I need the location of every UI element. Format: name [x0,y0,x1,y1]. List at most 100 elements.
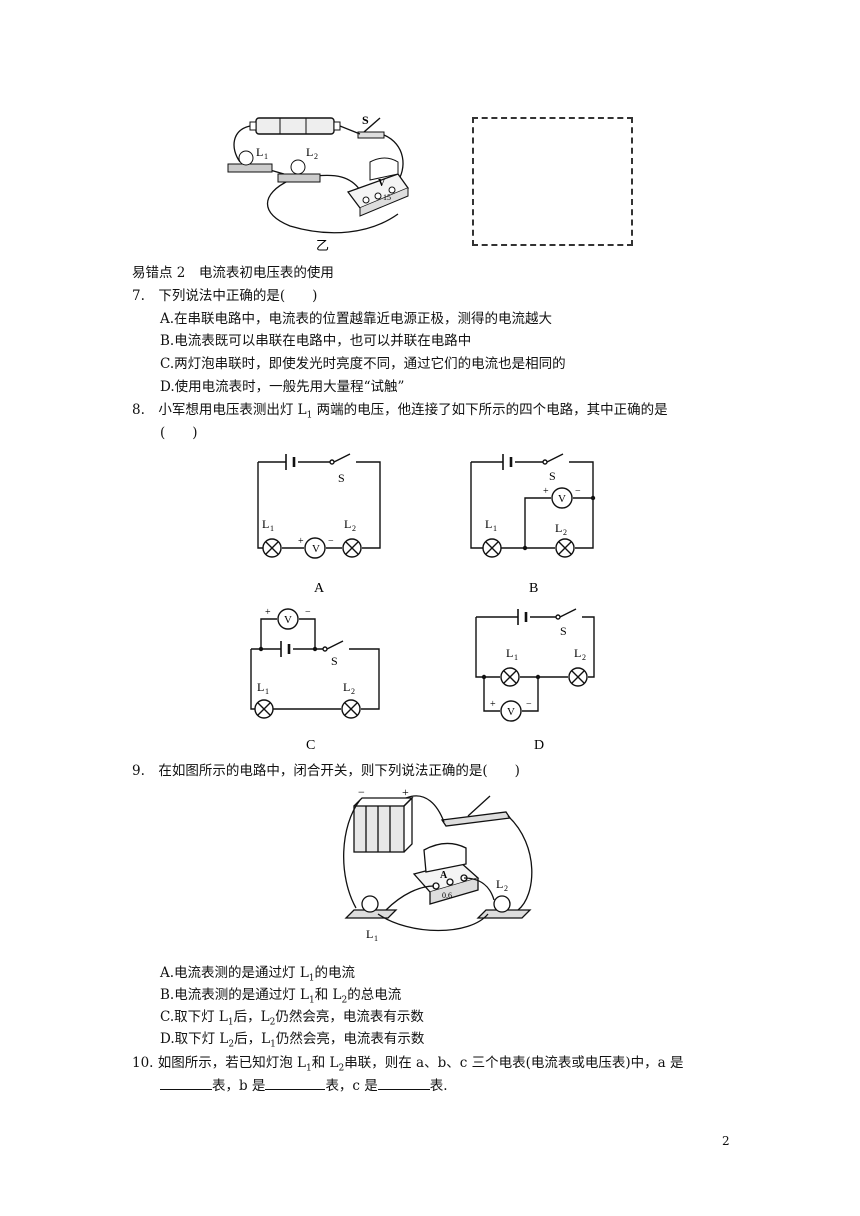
q8-stem-a: 8. 小军想用电压表测出灯 L [132,402,307,418]
l2-sub: 2 [314,152,318,161]
answer-blank-b[interactable] [265,1077,326,1090]
q10-pre: 10. 如图所示，若已知灯泡 L [132,1055,307,1071]
q10-sub1: 1 [306,1063,312,1074]
q8-stem-sub: 1 [306,410,313,421]
circuit-d: V + − S L 1 L 2 D [475,608,595,753]
switch-s: S [331,654,338,668]
lamp-l2-sub: 2 [504,884,508,893]
plus-sign: + [265,607,271,618]
q10-sub2: 2 [338,1063,345,1074]
q7-option-c: C.两灯泡串联时，即使发光时亮度不同，通过它们的电流也是相同的 [160,356,566,372]
lamp-l1: L [262,517,269,531]
q10-line2-c: 表. [429,1078,448,1094]
minus-sign: − [526,699,532,710]
q8-stem-b: 两端的电压，他连接了如下所示的四个电路，其中正确的是 [312,402,668,418]
q9-d-mid: 后，L [234,1031,271,1047]
dashed-answer-box [472,117,633,246]
voltmeter-v: V [284,614,292,626]
lamp-l1: L [257,680,264,694]
q10-line1: 10. 如图所示，若已知灯泡 L1和 L2串联，则在 a、b、c 三个电表(电流… [132,1054,683,1078]
q8-stem-line2: ( ) [160,425,198,441]
circuit-a: V + − S L 1 L 2 A [257,453,381,596]
lamp-l2-sub: 2 [582,653,586,662]
lamp-l1-sub: 1 [374,934,378,943]
q9-option-a: A.电流表测的是通过灯 L1的电流 [160,964,355,988]
circuit-b: V + − S L 1 L 2 B [470,453,596,596]
lamp-l1: L [485,517,492,531]
q9-b-mid: 和 L [314,987,342,1003]
circuit-c: V + − S L 1 L 2 C [250,607,380,753]
circuit-photo-yi: S L 1 L 2 V 15 乙 [227,113,410,253]
battery-plus: + [402,786,409,799]
q7-option-a: A.在串联电路中，电流表的位置越靠近电源正极，测得的电流越大 [160,311,553,327]
q9-b-post: 的总电流 [347,987,402,1003]
q9-d-sub1: 2 [228,1039,235,1050]
q9-b-sub1: 1 [308,995,315,1006]
minus-sign: − [305,607,311,618]
q7-stem: 7. 下列说法中正确的是( ) [132,288,318,304]
answer-blank-a[interactable] [160,1077,212,1090]
plus-sign: + [298,536,304,547]
q9-d-pre: D.取下灯 L [160,1031,229,1047]
page-number: 2 [722,1134,730,1148]
circuit-label-a: A [314,581,325,596]
q9-a-sub: 1 [308,973,315,984]
lamp-l1-label: L [366,927,373,941]
q10-line2-a: 表，b 是 [212,1078,266,1094]
circuit-photo-q9: − + A 0.6 L 1 L 2 [343,786,533,943]
voltmeter-v: V [558,493,566,505]
q9-a-pre: A.电流表测的是通过灯 L [160,965,309,981]
lamp-l2-sub: 2 [563,528,567,537]
lamp-l2: L [555,521,562,535]
q9-a-post: 的电流 [314,965,356,981]
lamp-l2-sub: 2 [352,524,356,533]
ammeter-letter: A [440,870,448,881]
circuit-label-d: D [534,738,544,753]
circuit-label-b: B [529,581,538,596]
q9-option-d: D.取下灯 L2后，L1仍然会亮，电流表有示数 [160,1030,424,1054]
lamp-l2: L [344,517,351,531]
voltmeter-letter: V [378,178,386,189]
plus-sign: + [490,699,496,710]
q9-d-sub2: 1 [270,1039,276,1050]
ammeter-range: 0.6 [442,891,452,900]
q9-b-sub2: 2 [341,995,348,1006]
voltmeter-v: V [312,543,320,555]
q10-line2-b: 表，c 是 [325,1078,378,1094]
switch-s: S [338,471,345,485]
answer-blank-c[interactable] [377,1077,430,1090]
voltmeter-v: V [507,706,515,718]
lamp-l2: L [343,680,350,694]
lamp-l2: L [574,646,581,660]
l1-label: L [256,145,263,159]
q9-d-post: 仍然会亮，电流表有示数 [275,1031,425,1047]
minus-sign: − [575,486,581,497]
circuit-label-c: C [306,738,315,753]
q10-post: 串联，则在 a、b、c 三个电表(电流表或电压表)中，a 是 [344,1055,684,1071]
q10-line2: 表，b 是 表，c 是 表. [160,1077,448,1095]
q9-c-sub1: 1 [227,1017,234,1028]
section-title: 易错点 2 电流表初电压表的使用 [132,265,334,281]
q9-c-pre: C.取下灯 L [160,1009,228,1025]
q9-stem: 9. 在如图所示的电路中，闭合开关，则下列说法正确的是( ) [132,763,520,779]
lamp-l1-sub: 1 [493,524,497,533]
q9-c-post: 仍然会亮，电流表有示数 [275,1009,424,1025]
battery-minus: − [358,786,365,799]
switch-s: S [560,624,567,638]
q9-b-pre: B.电流表测的是通过灯 L [160,987,309,1003]
q9-c-sub2: 2 [269,1017,276,1028]
q10-mid: 和 L [311,1055,339,1071]
q9-option-b: B.电流表测的是通过灯 L1和 L2的总电流 [160,986,401,1010]
switch-s: S [549,469,556,483]
plus-sign: + [543,486,549,497]
l2-label: L [306,145,313,159]
q7-option-d: D.使用电流表时，一般先用大量程“试触” [160,379,405,395]
minus-sign: − [328,536,334,547]
q9-c-mid: 后，L [233,1009,270,1025]
switch-label: S [362,113,369,127]
q8-stem-line1: 8. 小军想用电压表测出灯 L1 两端的电压，他连接了如下所示的四个电路，其中正… [132,401,668,425]
q9-option-c: C.取下灯 L1后，L2仍然会亮，电流表有示数 [160,1008,424,1032]
lamp-l1-sub: 1 [265,687,269,696]
voltmeter-scale: 15 [383,193,391,202]
lamp-l1-sub: 1 [270,524,274,533]
